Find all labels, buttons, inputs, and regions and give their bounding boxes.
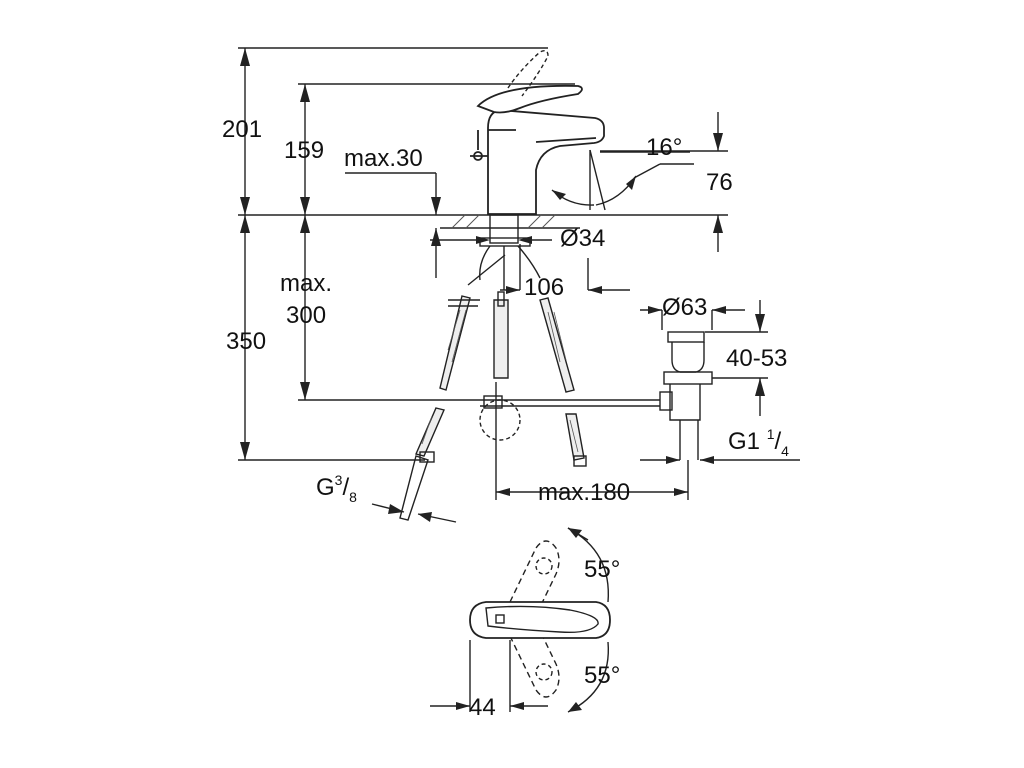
label-106: 106 <box>524 274 565 301</box>
label-g3-8: G3/8 <box>316 472 357 505</box>
dim-350-line <box>238 215 425 461</box>
countertop <box>238 214 728 229</box>
label-159: 159 <box>284 137 325 164</box>
label-max300-line1: max. <box>280 270 333 297</box>
dim-max30-line <box>345 172 441 278</box>
top-view <box>430 527 611 713</box>
g38-base: G <box>316 474 335 501</box>
g38-leader <box>371 503 457 523</box>
label-max180: max.180 <box>538 479 631 506</box>
label-angle-55-bottom: 55° <box>584 662 621 689</box>
g1-denominator: 4 <box>781 443 789 459</box>
g1-numerator: 1 <box>766 426 775 442</box>
label-201: 201 <box>222 116 263 143</box>
popup-rod <box>479 382 660 500</box>
dim-106-line <box>500 244 630 294</box>
label-76: 76 <box>706 169 733 196</box>
label-44: 44 <box>469 694 496 721</box>
label-40-53: 40-53 <box>726 345 788 372</box>
label-dia34: Ø34 <box>560 225 606 252</box>
label-angle-55-top: 55° <box>584 556 621 583</box>
dim-76-line <box>600 112 728 252</box>
mounting-shank <box>430 214 552 290</box>
label-max30: max.30 <box>344 145 423 172</box>
label-max300-line2: 300 <box>286 302 327 329</box>
dim-201-line <box>238 47 548 215</box>
drain-assembly <box>640 300 800 464</box>
hoses <box>399 291 587 521</box>
g1-base: G1 <box>728 428 761 455</box>
g38-denominator: 8 <box>349 489 357 505</box>
dim-159-line <box>298 83 575 215</box>
dim-max180-line <box>496 460 689 500</box>
g38-numerator: 3 <box>334 472 343 488</box>
dim-max300-line <box>298 215 480 401</box>
label-350: 350 <box>226 328 267 355</box>
faucet-body <box>470 49 605 215</box>
label-dia63: Ø63 <box>662 294 708 321</box>
label-g1-quarter: G1 1/4 <box>728 426 789 459</box>
label-angle-16: 16° <box>646 134 683 161</box>
angle-16-lines <box>551 149 694 211</box>
